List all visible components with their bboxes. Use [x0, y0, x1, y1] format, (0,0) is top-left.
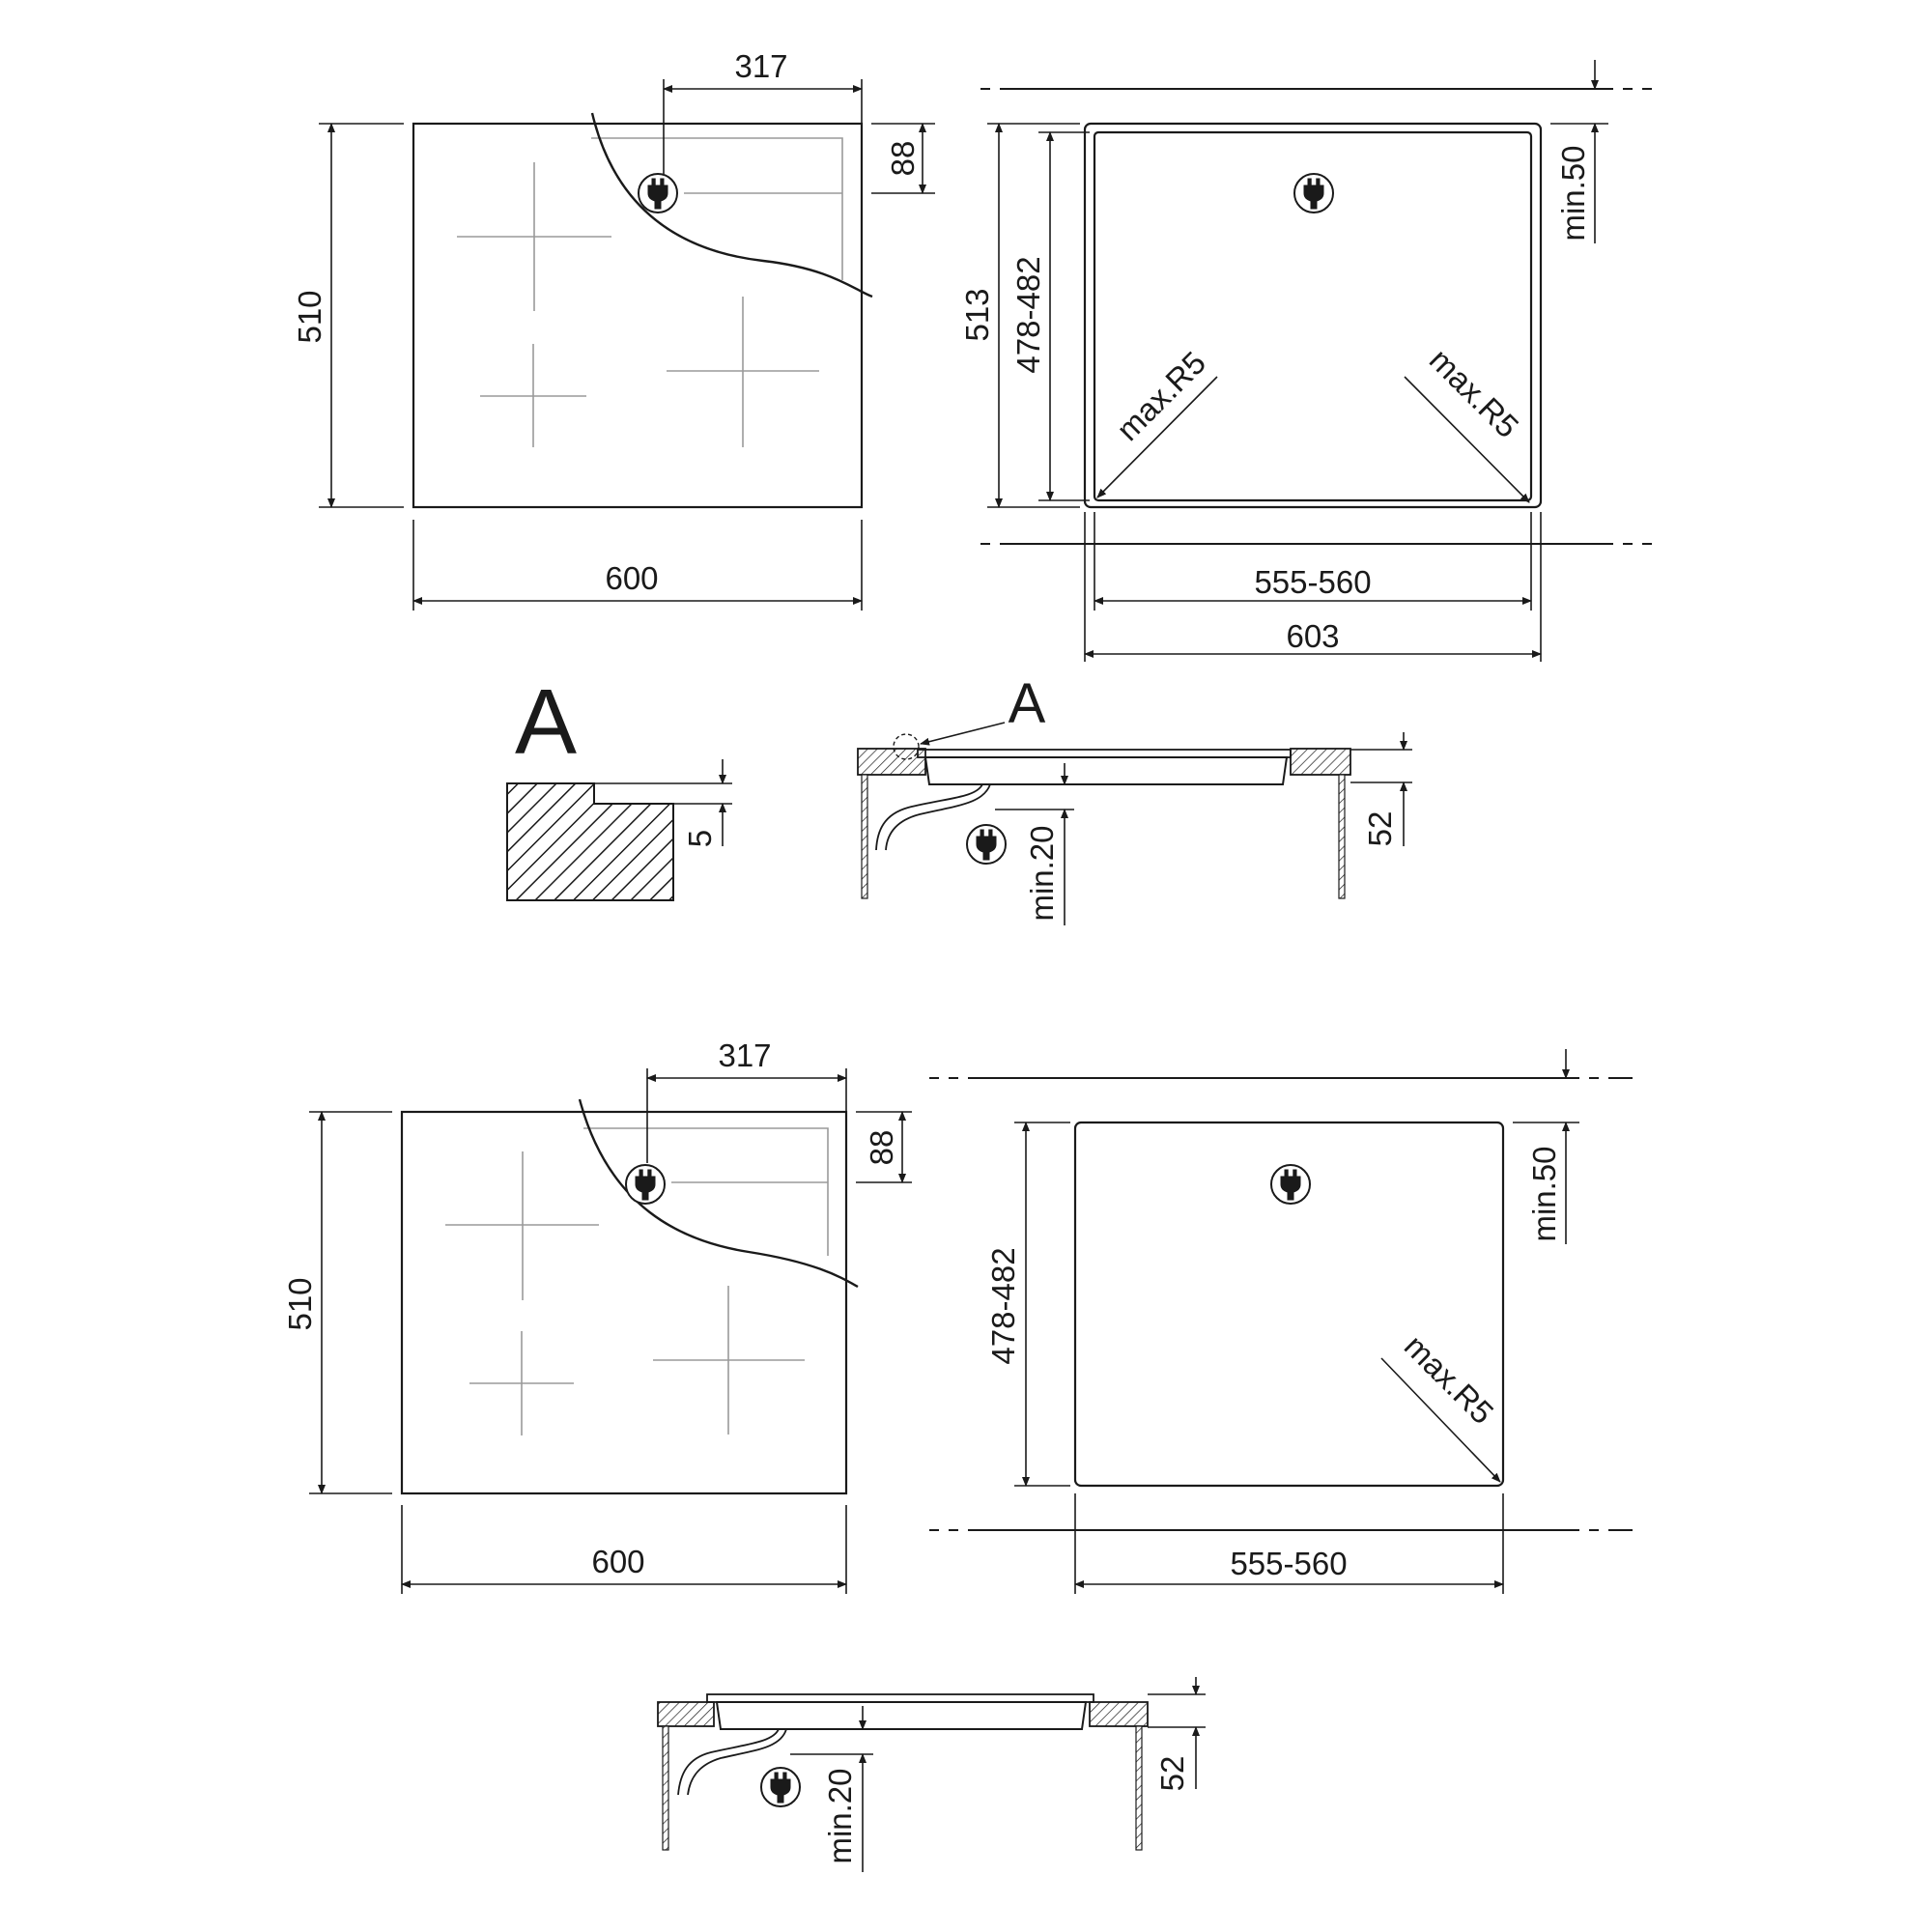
dims-side-section-2	[790, 1677, 1206, 1872]
dims-cutout-view-1	[987, 60, 1608, 662]
socket-reference-line	[583, 1127, 829, 1256]
power-plug-icon	[625, 1164, 666, 1205]
dim-600-label: 600	[591, 1544, 644, 1579]
dim-555-560-label: 555-560	[1230, 1546, 1347, 1581]
dim-52-label: 52	[1154, 1756, 1190, 1792]
hob-body	[715, 1701, 1088, 1730]
power-plug-icon	[966, 824, 1007, 865]
cutout-inner	[1093, 130, 1533, 502]
socket-reference-line	[591, 137, 843, 280]
dim-88-label: 88	[885, 141, 921, 177]
power-plug-icon	[638, 173, 678, 213]
dim-maxr5-right-label: max.R5	[1423, 342, 1526, 445]
dim-maxr5-label: max.R5	[1398, 1328, 1501, 1432]
dim-510-label: 510	[292, 290, 327, 343]
power-plug-icon	[1293, 173, 1334, 213]
hob-top-view-1	[412, 112, 873, 509]
dim-88-label: 88	[864, 1130, 899, 1166]
detail-a-callout: A	[1009, 672, 1046, 735]
dim-min50-label: min.50	[1526, 1146, 1562, 1241]
dims-side-section-1	[920, 722, 1412, 925]
dims-cutout-view-2	[1014, 1049, 1579, 1594]
cable	[677, 1728, 780, 1796]
dim-52-label: 52	[1362, 811, 1398, 847]
dim-510-label: 510	[282, 1277, 318, 1330]
side-section-1	[857, 733, 1351, 899]
power-plug-icon	[760, 1767, 801, 1807]
dim-478-482-label: 478-482	[985, 1247, 1021, 1364]
power-plug-icon	[1270, 1164, 1311, 1205]
cutout-view-1	[961, 87, 1652, 546]
dims-top-view-1	[319, 79, 935, 611]
dim-317-label: 317	[718, 1037, 771, 1073]
hob-body	[923, 756, 1289, 785]
dim-317-label: 317	[734, 48, 787, 84]
hob-outline	[412, 122, 864, 509]
cooking-zones	[445, 1151, 805, 1435]
dim-min50-label: min.50	[1555, 145, 1591, 241]
dims-top-view-2	[309, 1068, 912, 1594]
cutout-view-2	[929, 1076, 1633, 1532]
dim-555-560-label: 555-560	[1254, 564, 1371, 600]
detail-a-marker	[893, 733, 920, 760]
detail-a-section	[506, 782, 674, 901]
dim-min20-label: min.20	[822, 1768, 858, 1863]
dim-513-label: 513	[959, 288, 995, 341]
hob-top-view-2	[400, 1098, 859, 1495]
cutout-outline	[1073, 1121, 1505, 1488]
glass-top	[706, 1693, 1094, 1703]
dims-detail-a	[594, 759, 732, 846]
detail-a-title: A	[515, 670, 577, 774]
cable	[875, 783, 983, 851]
dim-478-482-label: 478-482	[1010, 256, 1046, 373]
cooking-zones	[457, 162, 819, 447]
cable-curve	[578, 1098, 859, 1289]
glass-top	[917, 749, 1292, 758]
dim-min20-label: min.20	[1024, 825, 1060, 921]
hob-outline	[400, 1110, 848, 1495]
dim-603-label: 603	[1286, 618, 1339, 654]
cable-curve	[590, 112, 873, 298]
side-section-2	[657, 1693, 1149, 1851]
dim-600-label: 600	[605, 560, 658, 596]
cutout-outer	[1083, 122, 1543, 509]
dim-5-label: 5	[682, 830, 718, 847]
